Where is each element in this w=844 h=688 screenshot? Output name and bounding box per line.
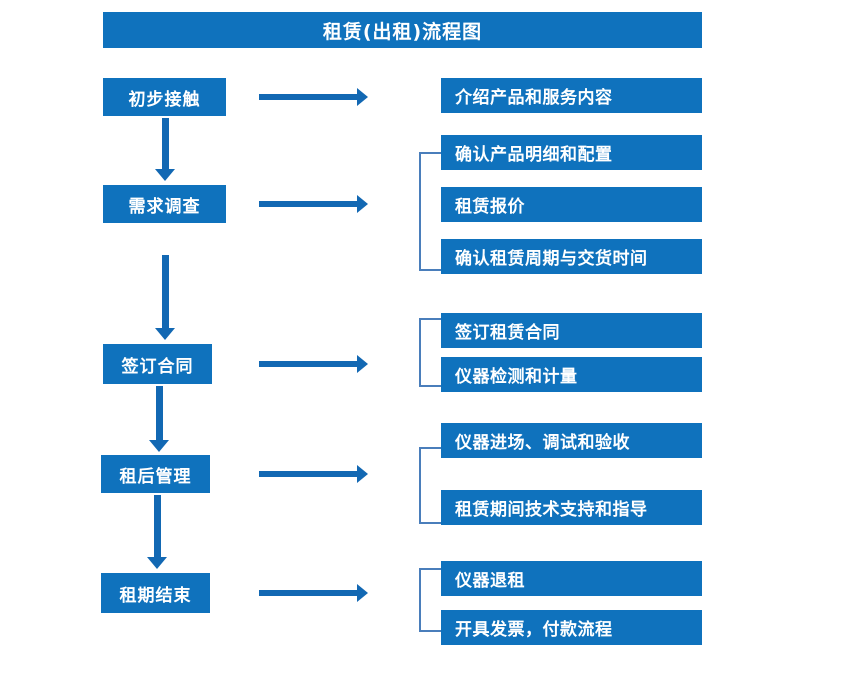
right-arrow-icon-3	[259, 355, 368, 373]
stage-box-5[interactable]: 租期结束	[101, 573, 210, 613]
down-arrow-icon-3	[149, 386, 169, 452]
stage-box-3[interactable]: 签订合同	[103, 344, 212, 384]
detail-box-1-1[interactable]: 介绍产品和服务内容	[441, 78, 702, 113]
stage-box-1[interactable]: 初步接触	[103, 78, 226, 116]
bracket-icon-5	[419, 568, 441, 632]
detail-box-2-3[interactable]: 确认租赁周期与交货时间	[441, 239, 702, 274]
bracket-icon-4	[419, 447, 441, 524]
detail-box-3-2[interactable]: 仪器检测和计量	[441, 357, 702, 392]
right-arrow-icon-2	[259, 195, 368, 213]
detail-box-4-2[interactable]: 租赁期间技术支持和指导	[441, 490, 702, 525]
down-arrow-icon-2	[155, 255, 175, 340]
down-arrow-icon-4	[147, 495, 167, 569]
detail-box-2-1[interactable]: 确认产品明细和配置	[441, 135, 702, 170]
bracket-icon-2	[419, 152, 441, 271]
right-arrow-icon-1	[259, 88, 368, 106]
right-arrow-icon-5	[259, 584, 368, 602]
detail-box-2-2[interactable]: 租赁报价	[441, 187, 702, 222]
stage-box-4[interactable]: 租后管理	[101, 455, 210, 493]
stage-box-2[interactable]: 需求调查	[103, 185, 226, 223]
detail-box-5-1[interactable]: 仪器退租	[441, 561, 702, 596]
down-arrow-icon-1	[155, 118, 175, 181]
page-title: 租赁(出租)流程图	[103, 12, 702, 48]
detail-box-3-1[interactable]: 签订租赁合同	[441, 313, 702, 348]
detail-box-4-1[interactable]: 仪器进场、调试和验收	[441, 423, 702, 458]
bracket-icon-3	[419, 318, 441, 387]
detail-box-5-2[interactable]: 开具发票，付款流程	[441, 610, 702, 645]
right-arrow-icon-4	[259, 465, 368, 483]
